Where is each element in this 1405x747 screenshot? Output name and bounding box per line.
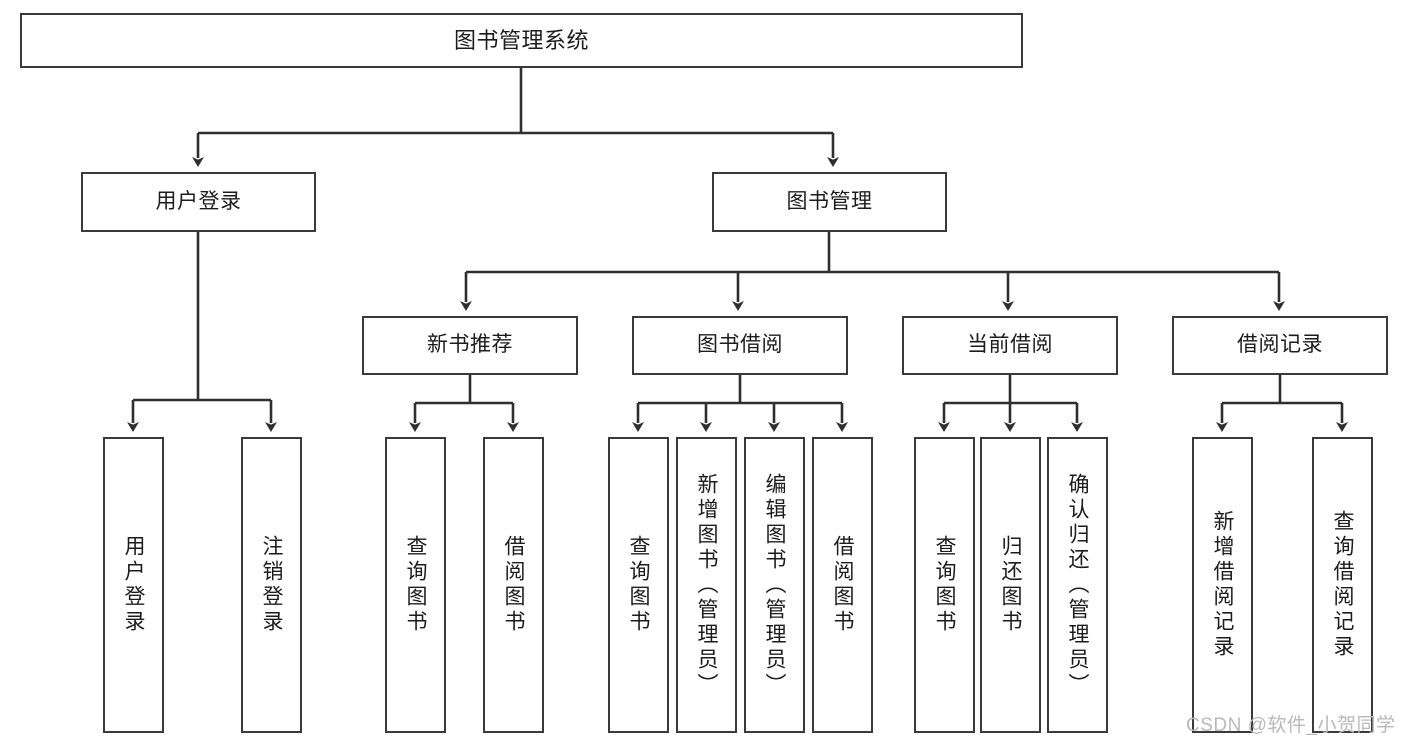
node-label: 借阅图书 (831, 535, 854, 635)
node-label: 查询图书 (404, 535, 427, 635)
node-label: 新增图书（管理员） (695, 472, 718, 698)
node-label: 图书借阅 (697, 333, 783, 357)
node-label: 借阅记录 (1237, 333, 1323, 357)
node-leaf-query-book-recommend[interactable]: 查询图书 (385, 437, 446, 733)
node-book-borrow[interactable]: 图书借阅 (632, 316, 848, 375)
node-label: 编辑图书（管理员） (763, 472, 786, 698)
node-label: 归还图书 (999, 535, 1022, 635)
node-label: 查询图书 (627, 535, 650, 635)
node-leaf-query-borrow-record[interactable]: 查询借阅记录 (1312, 437, 1373, 733)
node-label: 新增借阅记录 (1211, 510, 1234, 660)
node-label: 查询借阅记录 (1331, 510, 1354, 660)
node-label: 用户登录 (122, 535, 145, 635)
node-leaf-query-book-borrow[interactable]: 查询图书 (608, 437, 669, 733)
node-user-login[interactable]: 用户登录 (81, 172, 316, 232)
node-leaf-user-login[interactable]: 用户登录 (103, 437, 164, 733)
node-current-borrow[interactable]: 当前借阅 (902, 316, 1118, 375)
node-label: 用户登录 (155, 189, 242, 213)
node-leaf-add-book-admin[interactable]: 新增图书（管理员） (676, 437, 737, 733)
node-label: 确认归还（管理员） (1066, 472, 1089, 698)
node-label: 注销登录 (260, 535, 283, 635)
node-label: 图书管理 (786, 189, 873, 213)
node-leaf-add-borrow-record[interactable]: 新增借阅记录 (1192, 437, 1253, 733)
node-label: 图书管理系统 (453, 27, 589, 53)
node-leaf-logout[interactable]: 注销登录 (241, 437, 302, 733)
node-leaf-borrow-book[interactable]: 借阅图书 (812, 437, 873, 733)
node-new-book-recommend[interactable]: 新书推荐 (362, 316, 578, 375)
csdn-watermark: CSDN @软件_小贺同学 (1186, 715, 1396, 736)
node-root-system[interactable]: 图书管理系统 (20, 13, 1023, 68)
node-leaf-borrow-book-recommend[interactable]: 借阅图书 (483, 437, 544, 733)
node-leaf-query-book-current[interactable]: 查询图书 (914, 437, 975, 733)
node-leaf-confirm-return-admin[interactable]: 确认归还（管理员） (1047, 437, 1108, 733)
node-label: 查询图书 (933, 535, 956, 635)
node-leaf-return-book[interactable]: 归还图书 (980, 437, 1041, 733)
node-book-management[interactable]: 图书管理 (712, 172, 947, 232)
node-leaf-edit-book-admin[interactable]: 编辑图书（管理员） (744, 437, 805, 733)
node-label: 当前借阅 (967, 333, 1053, 357)
node-borrow-record[interactable]: 借阅记录 (1172, 316, 1388, 375)
node-label: 新书推荐 (427, 333, 513, 357)
node-label: 借阅图书 (502, 535, 525, 635)
